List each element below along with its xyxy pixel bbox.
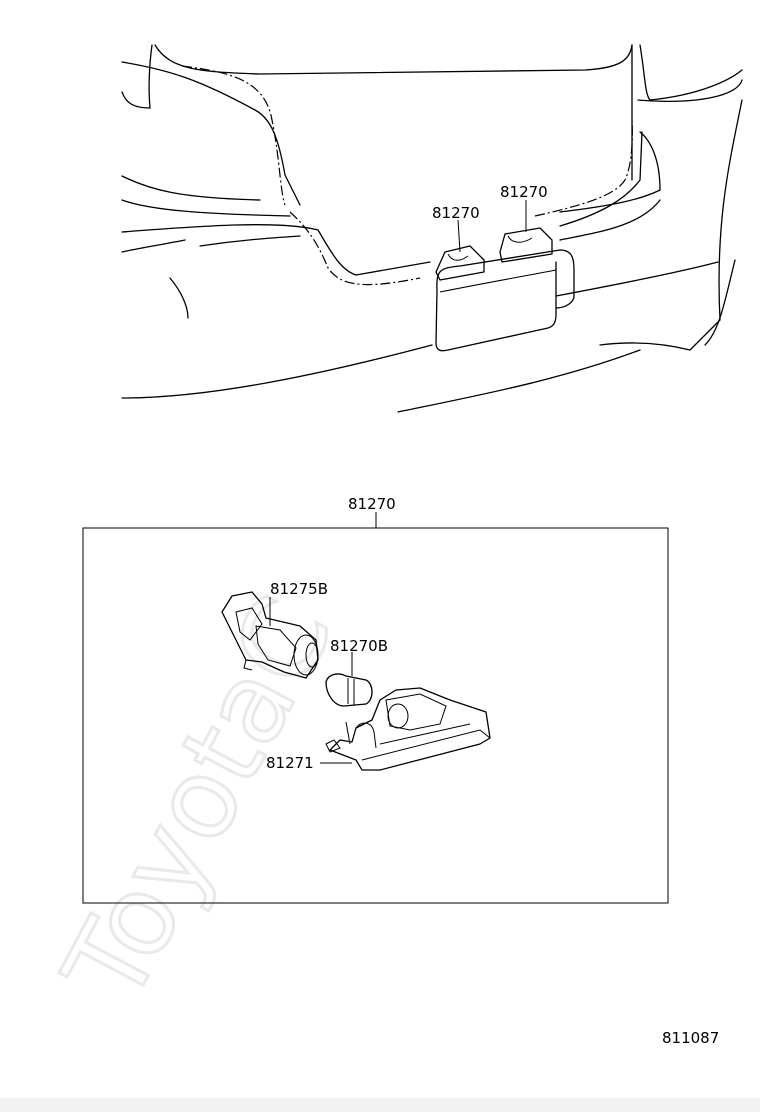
bulb-socket-illustration — [221, 591, 319, 679]
vehicle-rear-illustration: 81270 81270 — [121, 44, 743, 413]
callout-label-right: 81270 — [500, 183, 548, 201]
part-label-bulb: 81270B — [330, 637, 388, 655]
detail-box: 81270 — [82, 495, 669, 904]
callout-label-left: 81270 — [432, 204, 480, 222]
footer-band — [0, 1098, 760, 1112]
part-label-socket: 81275B — [270, 580, 328, 598]
wedge-bulb-illustration — [325, 673, 373, 707]
part-label-housing: 81271 — [266, 754, 314, 772]
lamp-housing-illustration — [325, 687, 491, 771]
detail-box-label: 81270 — [348, 495, 396, 513]
illustration-id: 811087 — [662, 1029, 719, 1047]
